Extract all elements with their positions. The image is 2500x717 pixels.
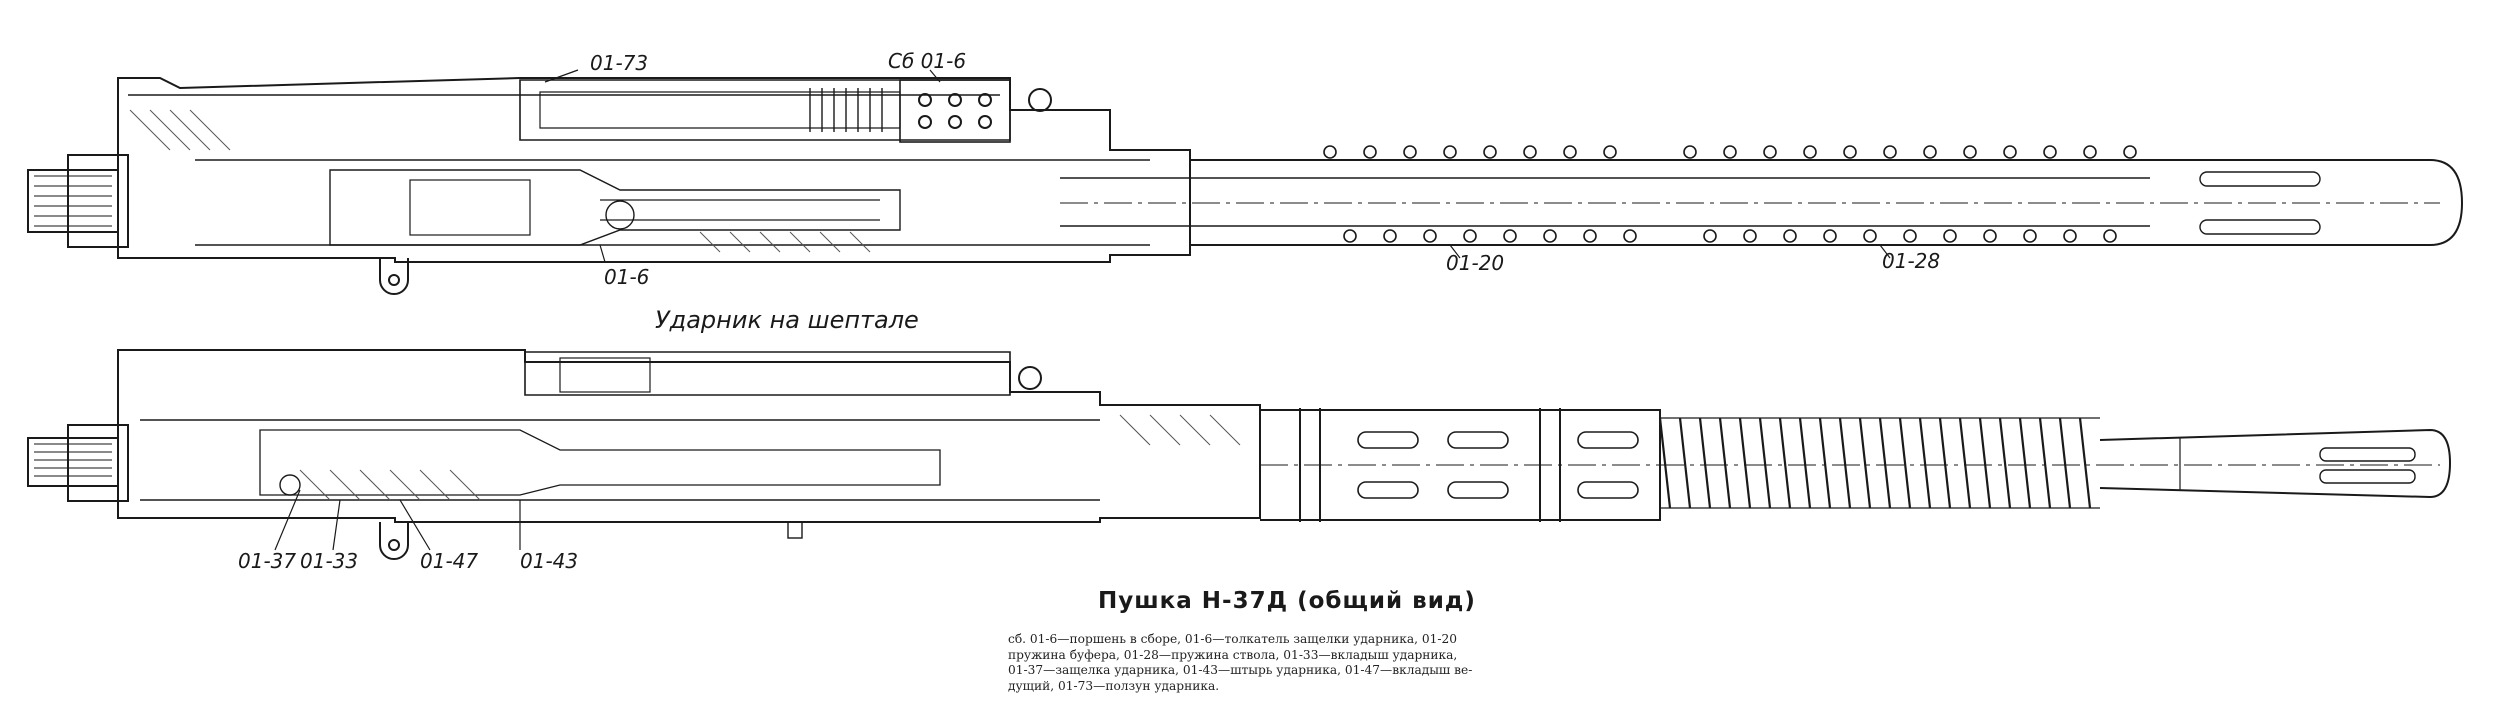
label-pin: 01-43: [520, 549, 578, 573]
label-barrel-spring: 01-28: [1882, 249, 1940, 273]
legend-line: сб. 01-6—поршень в сборе, 01-6—толкатель…: [1008, 632, 1457, 646]
figure-legend: сб. 01-6—поршень в сборе, 01-6—толкатель…: [1008, 632, 1520, 694]
label-latch: 01-37: [238, 549, 296, 573]
rear-knob-bottom: [27, 424, 129, 502]
label-piston-assembly: Сб 01-6: [888, 49, 966, 73]
label-buffer-spring: 01-20: [1446, 251, 1504, 275]
legend-line: 01-37—защелка ударника, 01-43—штырь удар…: [1008, 663, 1473, 677]
receiver-bottom: [117, 349, 1261, 560]
bottom-external-view: [27, 349, 2452, 560]
legend-line: пружина буфера, 01-28—пружина ствола, 01…: [1008, 647, 1458, 662]
view-subtitle: Ударник на шептале: [655, 306, 919, 334]
label-insert-leading: 01-47: [420, 549, 478, 573]
barrel-spring-bottom: [1658, 417, 2100, 509]
buffer-spring-top: [1323, 145, 1637, 243]
muzzle-brake-top: [2150, 159, 2464, 246]
receiver-top: [117, 77, 1191, 295]
label-insert-firing-pin: 01-33: [300, 549, 358, 573]
barrel-spring-top: [1683, 145, 2137, 243]
barrel-top: [1060, 159, 2440, 246]
top-cutaway-view: [27, 69, 2464, 295]
label-slider: 01-73: [590, 51, 648, 75]
label-pusher: 01-6: [604, 265, 649, 289]
rear-knob-top: [27, 154, 129, 248]
figure-title: Пушка Н-37Д (общий вид): [1098, 588, 1476, 614]
legend-line: дущий, 01-73—ползун ударника.: [1008, 678, 1220, 693]
muzzle-bottom: [1260, 428, 2452, 499]
